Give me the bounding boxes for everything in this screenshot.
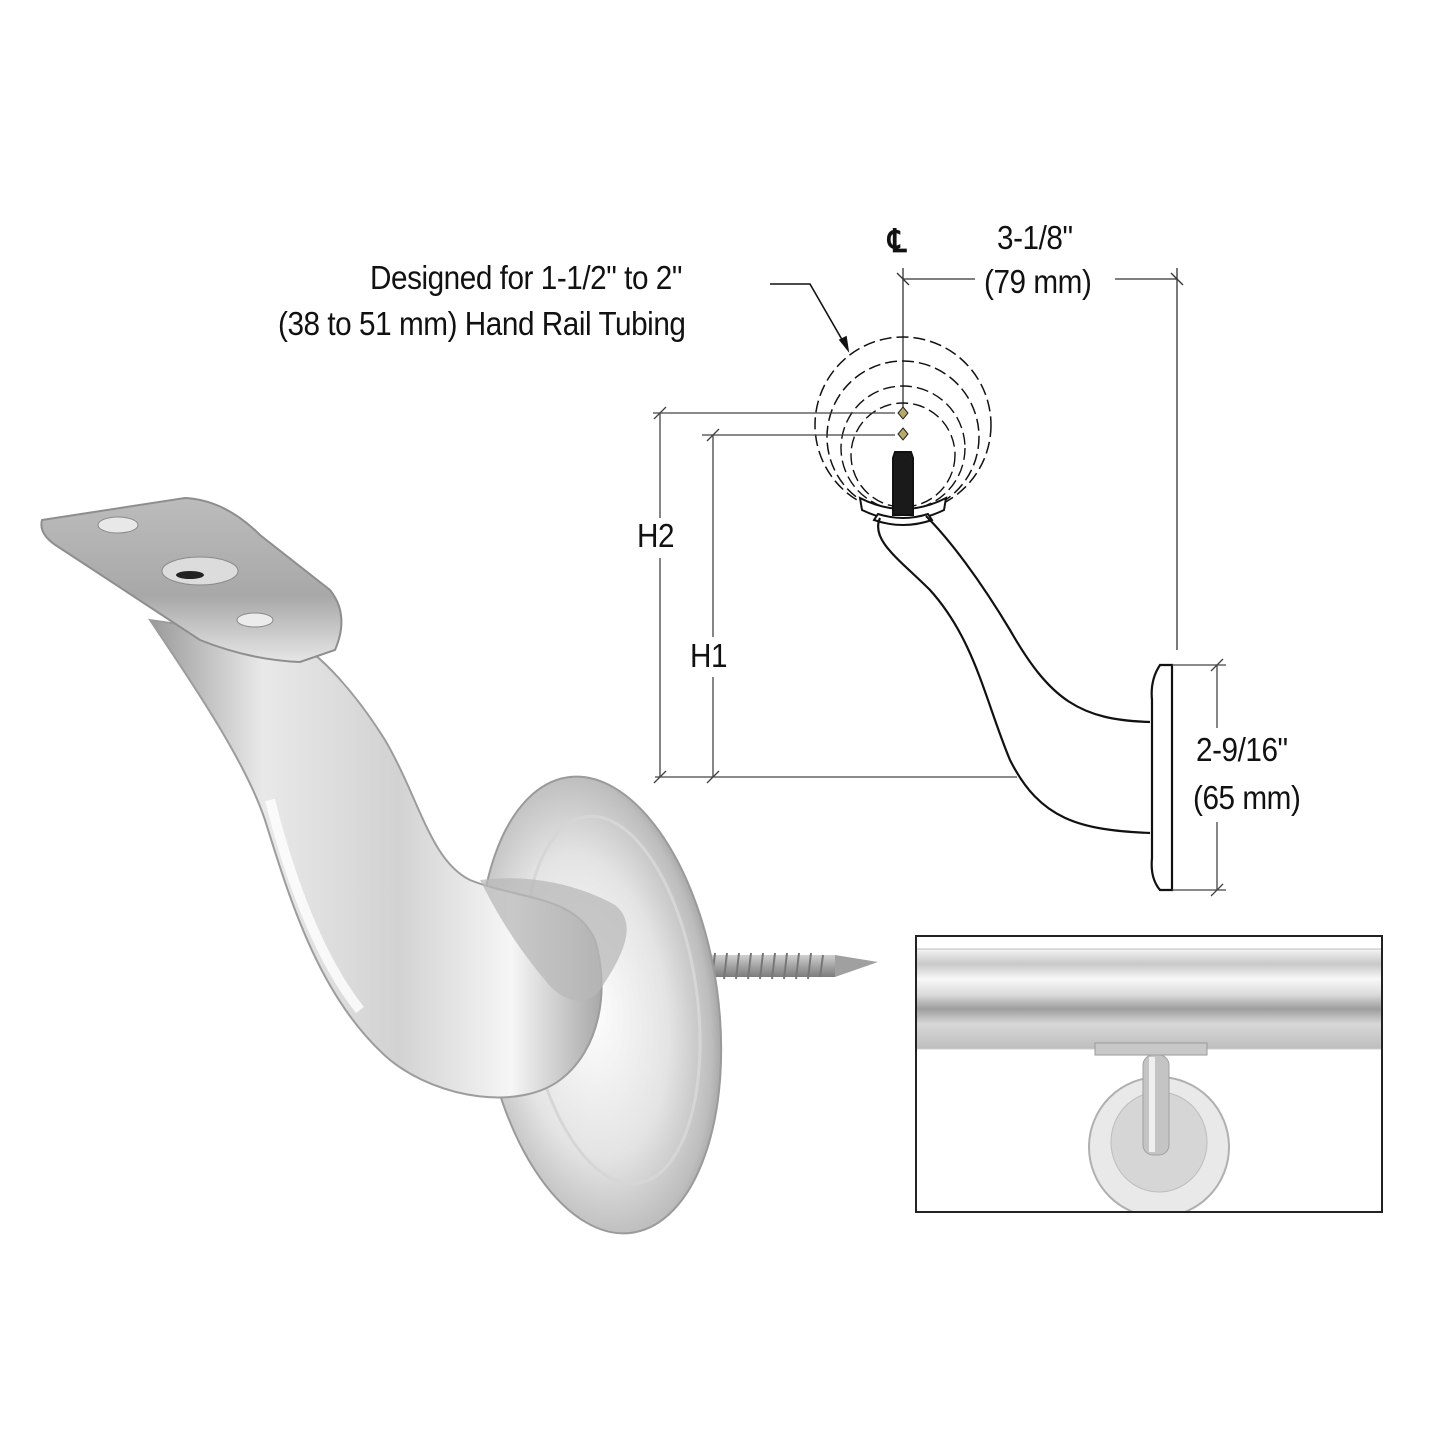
- flange-dim-metric: (65 mm): [1193, 779, 1301, 816]
- inset-post: [1142, 1054, 1170, 1156]
- callout-note-line2: (38 to 51 mm) Hand Rail Tubing: [278, 305, 686, 342]
- flange-dim-imperial: 2-9/16": [1196, 731, 1288, 768]
- dimension-heights: [653, 406, 1017, 784]
- dimension-flange: [1172, 658, 1226, 897]
- callout-leader: [770, 283, 850, 353]
- h1-label: H1: [690, 637, 728, 674]
- installed-inset: [915, 935, 1383, 1213]
- installed-inset-drawing: [917, 937, 1381, 1211]
- flange-outline: [1150, 663, 1174, 892]
- centerline-symbol: ℄: [888, 223, 907, 259]
- product-photo: [40, 496, 878, 1235]
- h2-label: H2: [637, 517, 675, 554]
- saddle-and-stud: [858, 451, 948, 526]
- center-points: [897, 406, 909, 441]
- projection-dim-imperial: 3-1/8": [997, 219, 1073, 256]
- projection-dim-metric: (79 mm): [984, 263, 1092, 300]
- lag-screw: [705, 952, 878, 980]
- bracket-arm-outline: [877, 515, 1151, 835]
- hand-rail-tube: [917, 949, 1381, 1049]
- inset-saddle: [1094, 1042, 1208, 1056]
- bracket-arm: [147, 618, 603, 1099]
- dimension-projection: [896, 268, 1184, 650]
- callout-note-line1: Designed for 1-1/2" to 2": [370, 259, 682, 296]
